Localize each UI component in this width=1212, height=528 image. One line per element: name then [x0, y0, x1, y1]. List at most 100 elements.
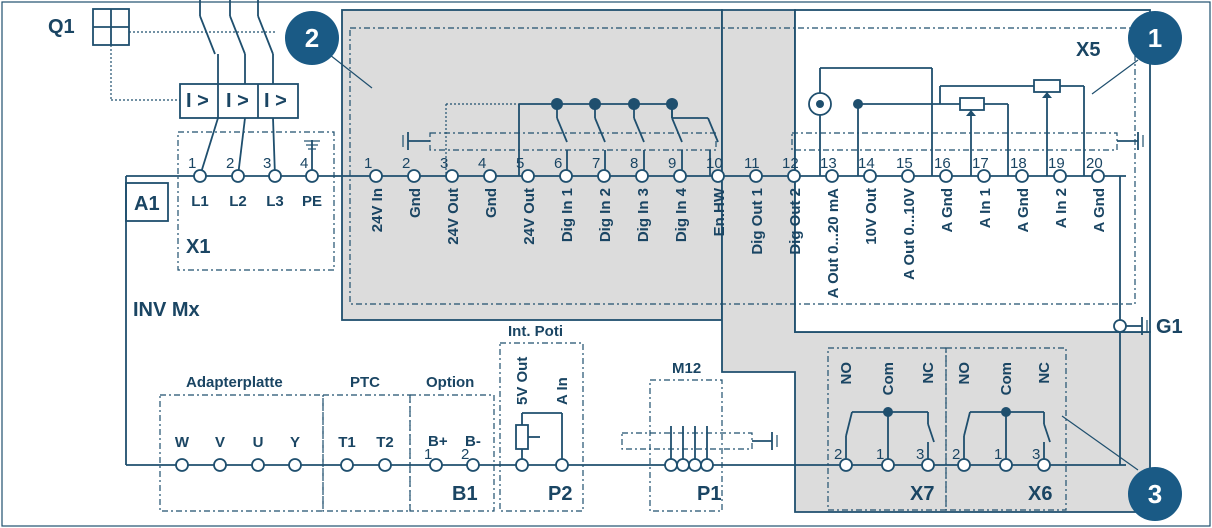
- poti-terminal-label: 5V Out: [514, 357, 531, 405]
- x6-label: X6: [1028, 483, 1052, 505]
- relay-terminal-number: 1: [994, 446, 1002, 463]
- x1-box: [177, 131, 335, 271]
- relay-terminal-number: 2: [952, 446, 960, 463]
- overload-label: I >: [226, 90, 249, 112]
- io-terminal-number: 14: [858, 155, 875, 172]
- relay-terminal: [999, 458, 1013, 472]
- io-terminal-number: 1: [364, 155, 372, 172]
- highlight-zones: [341, 9, 1151, 513]
- x1-terminal-number: 2: [226, 155, 234, 172]
- io-terminal: [407, 169, 421, 183]
- adapter-label: Adapterplatte: [186, 374, 283, 391]
- relay-terminal-number: 2: [834, 446, 842, 463]
- io-terminal: [369, 169, 383, 183]
- io-terminal-label: A Gnd: [1015, 188, 1032, 232]
- x1-terminal-number: 3: [263, 155, 271, 172]
- svg-text:2: 2: [305, 23, 319, 53]
- io-terminal-label: A Out 0...20 mA: [825, 188, 842, 298]
- adapter-terminal-label: W: [175, 434, 190, 451]
- relay-terminal-number: 1: [876, 446, 884, 463]
- adapter-terminal: [251, 458, 265, 472]
- io-terminal-number: 20: [1086, 155, 1103, 172]
- io-terminal-number: 19: [1048, 155, 1065, 172]
- adapter-terminal-label: Y: [290, 434, 300, 451]
- m12-terminal: [676, 458, 690, 472]
- io-terminal-label: Gnd: [407, 188, 424, 218]
- io-terminal: [1053, 169, 1067, 183]
- p1-label: P1: [697, 483, 721, 505]
- io-terminal-number: 4: [478, 155, 486, 172]
- x1-terminal: [268, 169, 282, 183]
- io-terminal-label: Dig In 3: [635, 188, 652, 242]
- option-terminal-number: 1: [424, 446, 432, 463]
- x6-box: [945, 347, 1067, 511]
- io-terminal-label: Dig In 2: [597, 188, 614, 242]
- m12-terminal: [664, 458, 678, 472]
- m12-terminal: [700, 458, 714, 472]
- x5-label: X5: [1076, 39, 1100, 61]
- io-terminal-label: Dig In 4: [673, 187, 690, 242]
- overload-relay: [179, 83, 299, 119]
- relay-terminal-label: NO: [956, 362, 973, 385]
- io-terminal-label: A In 1: [977, 188, 994, 228]
- x7-box: [827, 347, 947, 511]
- io-terminal-label: Dig Out 2: [787, 188, 804, 255]
- io-terminal-number: 5: [516, 155, 524, 172]
- overload-label: I >: [264, 90, 287, 112]
- io-terminal-label: 24V Out: [445, 188, 462, 245]
- io-terminal-label: Dig In 1: [559, 188, 576, 242]
- x1-terminal-number: 1: [188, 155, 196, 172]
- poti-terminal: [555, 458, 569, 472]
- ptc-terminal-label: T1: [338, 434, 356, 451]
- io-terminal: [483, 169, 497, 183]
- io-terminal-label: A Gnd: [939, 188, 956, 232]
- ptc-box: [322, 394, 411, 512]
- io-terminal: [635, 169, 649, 183]
- b1-label: B1: [452, 483, 478, 505]
- zone-2: [341, 9, 723, 321]
- q1-label: Q1: [48, 16, 75, 38]
- io-terminal-label: A In 2: [1053, 188, 1070, 228]
- io-terminal: [901, 169, 915, 183]
- io-terminal-label: 24V In: [369, 188, 386, 232]
- inv-label: INV Mx: [133, 299, 200, 321]
- m12-box: [649, 379, 723, 512]
- ptc-terminal: [340, 458, 354, 472]
- io-terminal-number: 7: [592, 155, 600, 172]
- io-terminal-number: 10: [706, 155, 723, 172]
- x7-label: X7: [910, 483, 934, 505]
- io-terminal: [1015, 169, 1029, 183]
- io-terminal-number: 18: [1010, 155, 1027, 172]
- option-label: Option: [426, 374, 474, 391]
- x1-terminal-label: L2: [229, 193, 247, 210]
- adapter-terminal: [213, 458, 227, 472]
- svg-text:3: 3: [1148, 479, 1162, 509]
- io-terminal-label: 10V Out: [863, 188, 880, 245]
- x1-terminal-label: L1: [191, 193, 209, 210]
- adapter-terminal: [288, 458, 302, 472]
- a1-label: A1: [134, 193, 160, 215]
- p2-label: P2: [548, 483, 572, 505]
- io-terminal-label: En.HW: [711, 187, 728, 236]
- io-terminal: [939, 169, 953, 183]
- option-terminal-number: 2: [461, 446, 469, 463]
- relay-terminal: [921, 458, 935, 472]
- adapter-terminal: [175, 458, 189, 472]
- badge-3: 3: [1128, 467, 1182, 521]
- io-terminal-label: A Gnd: [1091, 188, 1108, 232]
- io-terminal: [521, 169, 535, 183]
- ptc-label: PTC: [350, 374, 380, 391]
- relay-terminal-label: NO: [838, 362, 855, 385]
- zone-1: [794, 9, 1151, 333]
- io-terminal: [597, 169, 611, 183]
- relay-terminal: [839, 458, 853, 472]
- io-terminal-number: 8: [630, 155, 638, 172]
- x1-terminal: [193, 169, 207, 183]
- option-terminal-label: B-: [465, 433, 481, 450]
- relay-terminal: [1037, 458, 1051, 472]
- io-terminal-number: 3: [440, 155, 448, 172]
- g1-label: G1: [1156, 316, 1183, 338]
- x1-terminal-number: 4: [300, 155, 308, 172]
